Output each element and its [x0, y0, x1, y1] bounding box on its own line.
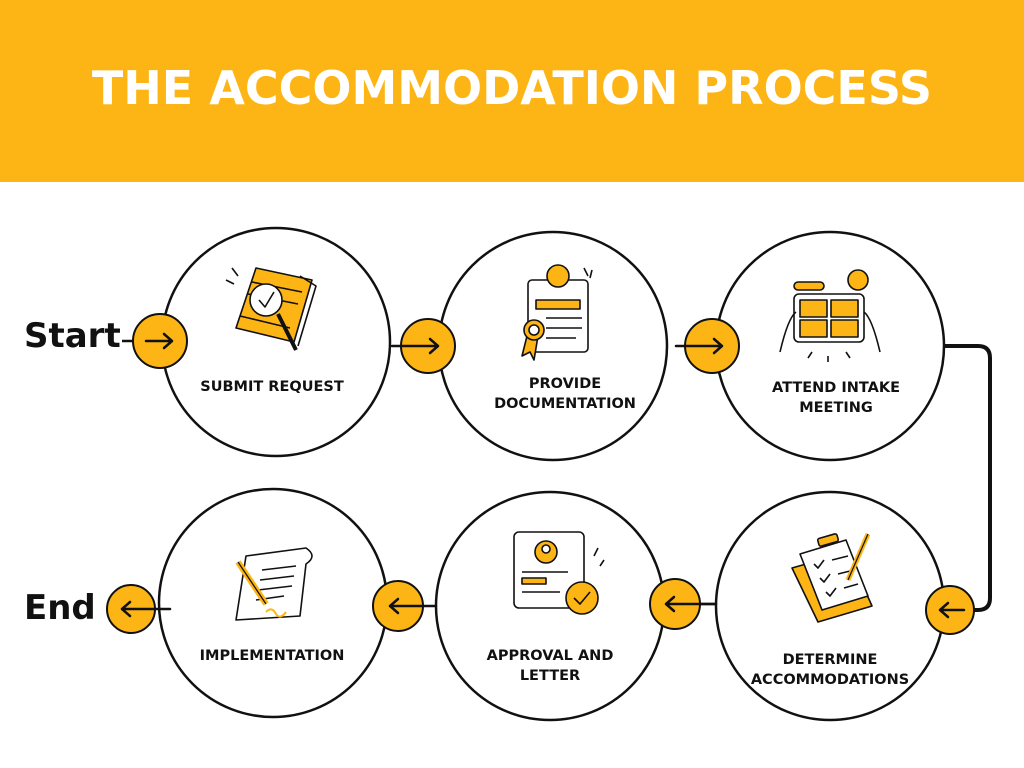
end-arrow-badge [106, 584, 172, 634]
start-label: Start [24, 316, 121, 356]
arrow-badge-3 [925, 585, 975, 635]
step-label-approval-and-letter: APPROVAL AND LETTER [486, 648, 614, 684]
arrow-badge-2 [674, 318, 740, 374]
certificate-icon [521, 264, 593, 361]
scroll-pen-icon [235, 547, 313, 621]
end-label: End [24, 588, 96, 628]
step-label-determine-accommodations: DETERMINE ACCOMMODATIONS [750, 652, 910, 688]
header-banner: THE ACCOMMODATION PROCESS [0, 0, 1024, 182]
arrow-badge-5 [372, 580, 438, 632]
step-label-provide-documentation: PROVIDE DOCUMENTATION [494, 376, 636, 412]
video-meeting-tablet-icon [779, 269, 881, 362]
checklist-clipboard-icon [791, 533, 873, 623]
start-arrow-badge [122, 313, 188, 369]
connector-elbow [944, 344, 992, 612]
document-magnifier-icon [225, 267, 317, 351]
arrow-badge-4 [649, 578, 718, 630]
step-circle-submit-request [160, 226, 392, 458]
step-label-implementation: IMPLEMENTATION [199, 648, 345, 664]
step-circle-attend-intake-meeting [714, 230, 946, 462]
step-label-attend-intake-meeting: ATTEND INTAKE MEETING [772, 380, 900, 416]
approved-profile-icon [513, 531, 605, 615]
arrow-badge-1 [390, 318, 456, 374]
step-label-submit-request: SUBMIT REQUEST [200, 379, 344, 395]
page-title: THE ACCOMMODATION PROCESS [91, 61, 933, 115]
